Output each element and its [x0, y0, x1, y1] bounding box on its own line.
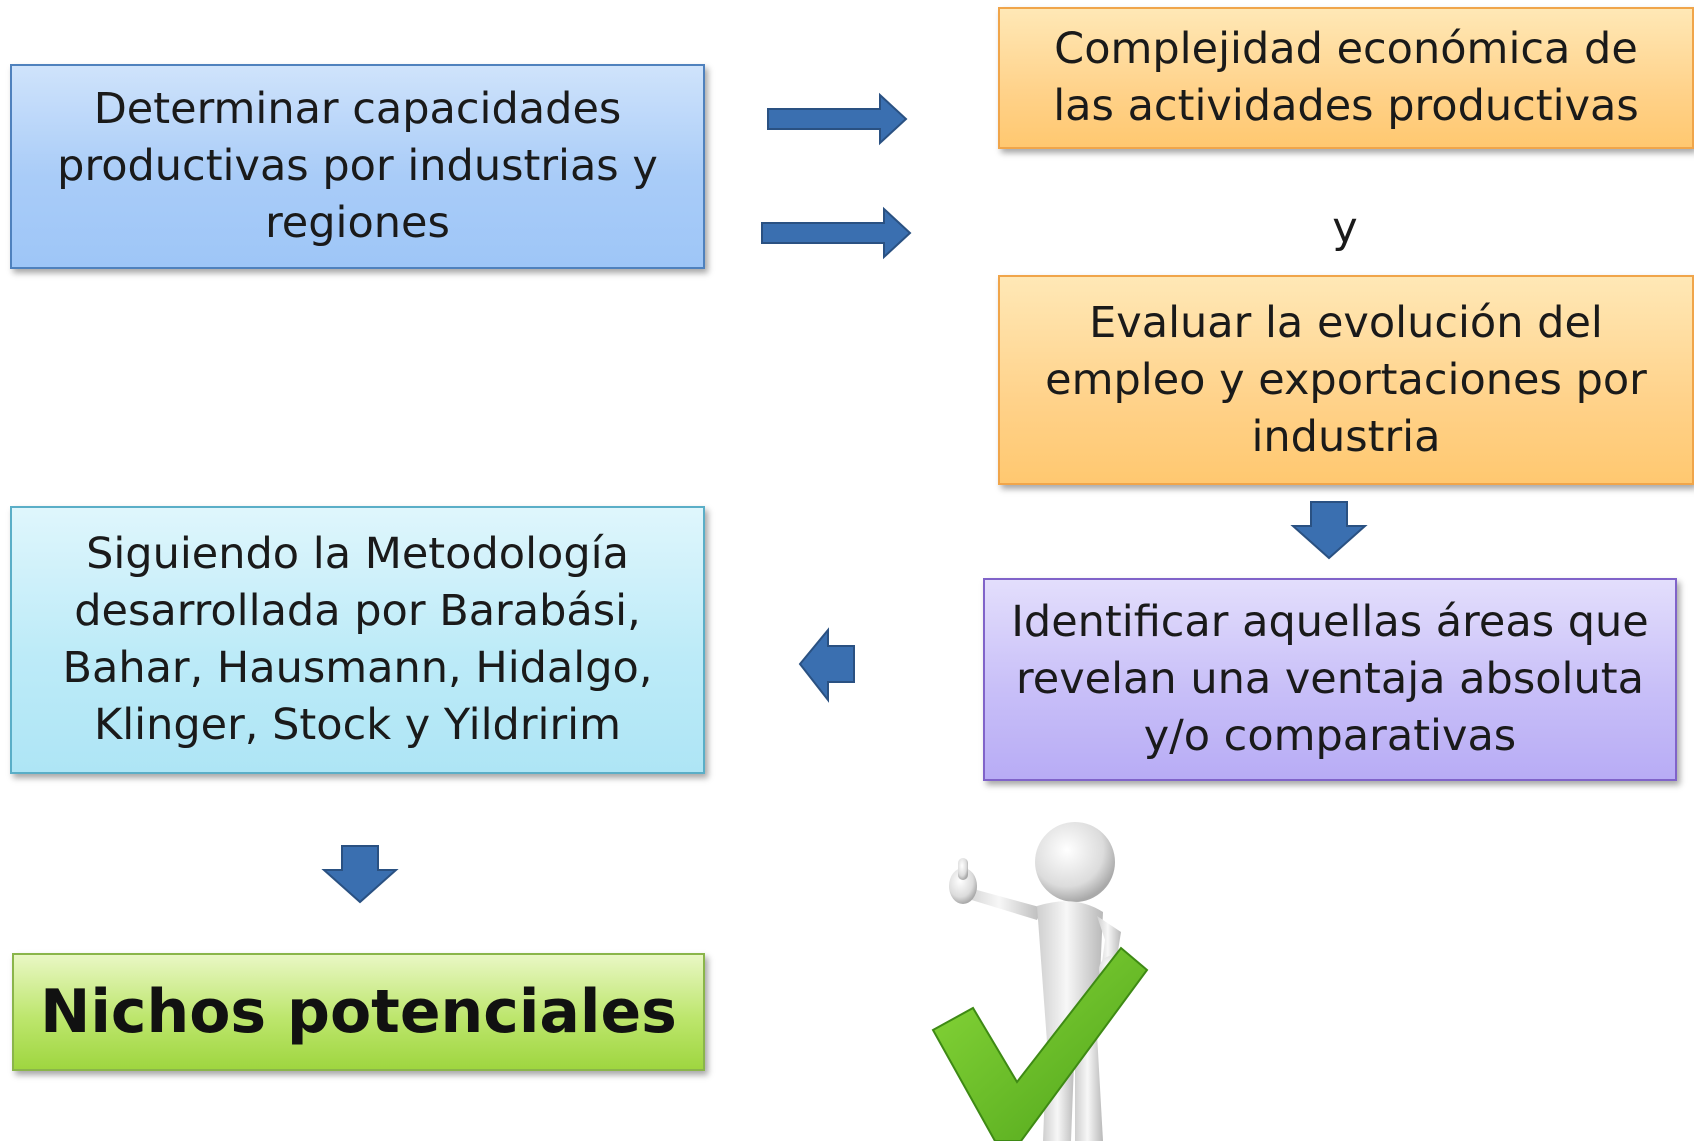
arrow-left-icon [798, 627, 855, 703]
evaluar-box: Evaluar la evolución del empleo y export… [998, 275, 1694, 485]
evaluar-text: Evaluar la evolución del empleo y export… [1045, 297, 1647, 462]
nichos-box: Nichos potenciales [12, 953, 705, 1071]
thumbs-up-person-with-checkmark-icon [931, 822, 1149, 1141]
arrow-right-bottom-icon [761, 206, 912, 260]
identificar-box: Identificar aquellas áreas que revelan u… [983, 578, 1677, 781]
complejidad-box: Complejidad económica de las actividades… [998, 7, 1694, 149]
connector-y: y [1332, 203, 1358, 253]
nichos-text: Nichos potenciales [40, 976, 677, 1047]
complejidad-text: Complejidad económica de las actividades… [1053, 24, 1639, 131]
identificar-text: Identificar aquellas áreas que revelan u… [1011, 597, 1649, 761]
arrow-down-right-icon [1290, 501, 1368, 560]
metodologia-box: Siguiendo la Metodología desarrollada po… [10, 506, 705, 774]
capacidades-box: Determinar capacidades productivas por i… [10, 64, 705, 269]
metodologia-text: Siguiendo la Metodología desarrollada po… [62, 529, 653, 750]
arrow-right-top-icon [767, 92, 908, 146]
capacidades-text: Determinar capacidades productivas por i… [57, 84, 658, 248]
arrow-down-left-icon [321, 845, 399, 904]
